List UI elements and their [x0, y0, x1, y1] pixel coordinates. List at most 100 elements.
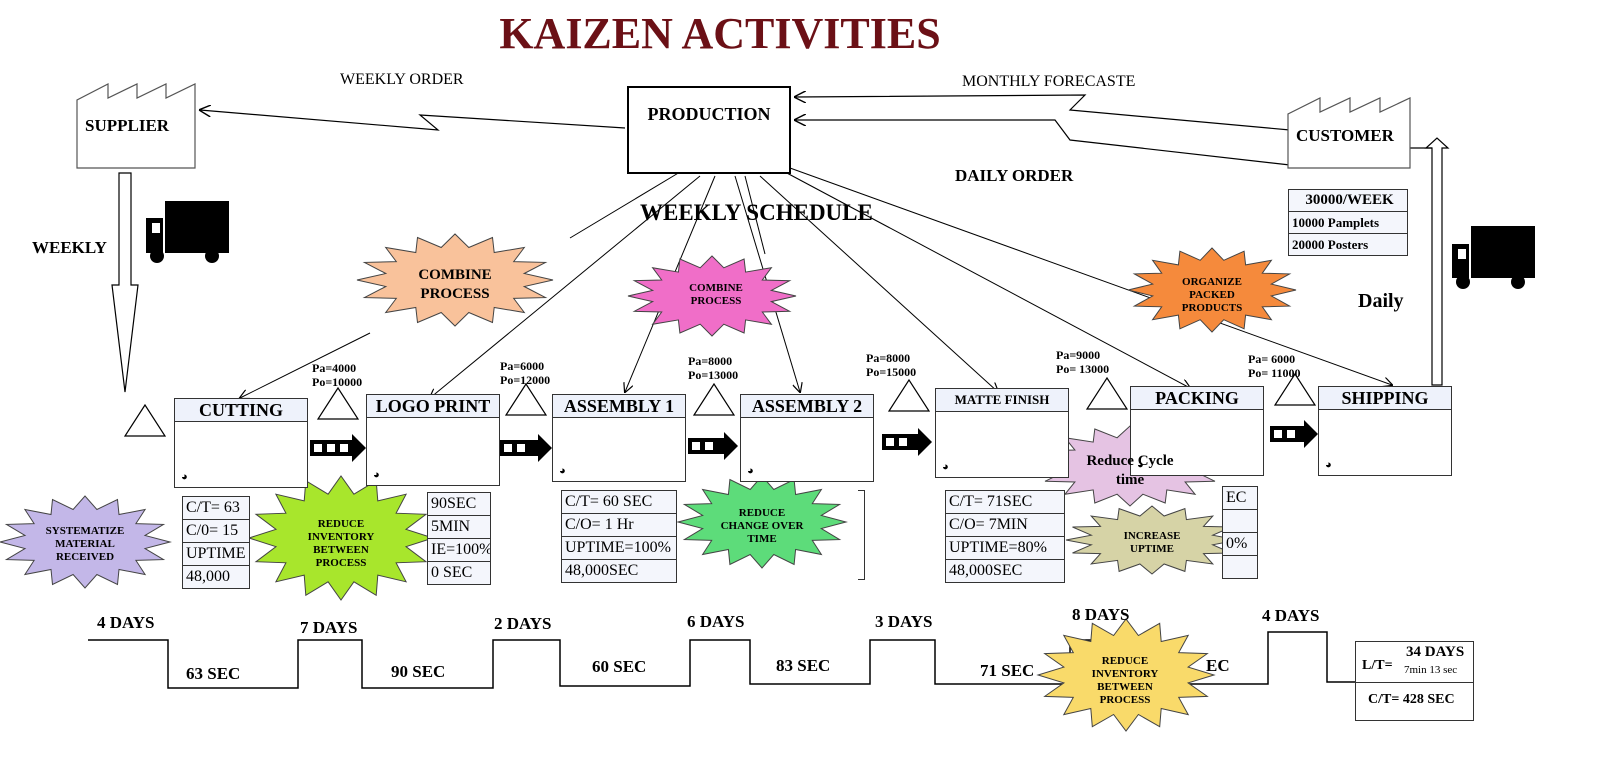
customer-shipment-arrow: [1410, 137, 1450, 386]
data-row: C/O= 1 Hr: [562, 514, 676, 537]
kaizen-burst-text: Reduce Cycle time: [1086, 453, 1174, 488]
timeline-days: 3 DAYS: [875, 612, 933, 631]
timeline-secs: 60 SEC: [592, 657, 647, 676]
lead-time-extra: 7min 13 sec: [1404, 664, 1458, 676]
process-title: CUTTING: [175, 399, 307, 422]
lead-time-label: L/T=: [1362, 658, 1393, 673]
process-box-matte-finish: MATTE FINISH ◕: [935, 388, 1069, 478]
data-row: [1223, 556, 1257, 578]
lead-time-box: 34 DAYS L/T= 7min 13 sec C/T= 428 SEC: [1355, 641, 1474, 721]
data-row: 48,000: [183, 566, 249, 588]
kaizen-burst-shape: [1065, 505, 1239, 575]
data-row: C/O= 7MIN: [946, 514, 1064, 537]
production-label: PRODUCTION: [647, 104, 771, 124]
data-row: UPTIME: [183, 543, 249, 566]
timeline-days: 8 DAYS: [1072, 605, 1130, 624]
timeline-days: 6 DAYS: [687, 612, 745, 631]
production-control-box: PRODUCTION: [627, 86, 791, 174]
page-title: KAIZEN ACTIVITIES: [499, 9, 941, 58]
supplier-factory-icon: [76, 83, 196, 169]
timeline-days: 4 DAYS: [1262, 606, 1320, 625]
process-title: MATTE FINISH: [936, 389, 1068, 412]
kaizen-burst-text: REDUCE INVENTORY BETWEEN PROCESS: [307, 518, 375, 569]
data-row: 90SEC: [428, 493, 490, 516]
customer-factory-icon: [1287, 97, 1411, 169]
timeline-secs: 63 SEC: [186, 664, 241, 683]
kaizen-burst-shape: [1036, 618, 1216, 732]
process-title: ASSEMBLY 1: [553, 395, 685, 418]
data-box-packing: EC 0%: [1222, 486, 1258, 579]
monthly-forecast-label: MONTHLY FORECASTE: [962, 73, 1136, 90]
kaizen-burst-text: ORGANIZE PACKED PRODUCTS: [1181, 276, 1243, 314]
data-row: 48,000SEC: [562, 560, 676, 582]
timeline-secs: 83 SEC: [776, 656, 831, 675]
operator-icon: ◕: [373, 469, 380, 481]
operator-icon: ◕: [1325, 459, 1332, 471]
daily-order-label: DAILY ORDER: [955, 166, 1074, 185]
process-box-cutting: CUTTING ◕: [174, 398, 308, 488]
operator-icon: ◕: [559, 465, 566, 477]
operator-icon: ◕: [181, 471, 188, 483]
kaizen-burst-shape: [356, 233, 554, 327]
daily-order-line: [795, 120, 1291, 166]
data-row: 0%: [1223, 533, 1257, 556]
operator-icon: ◕: [942, 461, 949, 473]
kaizen-burst-text: REDUCE CHANGE OVER TIME: [720, 507, 804, 545]
process-box-assembly-1: ASSEMBLY 1 ◕: [552, 394, 686, 482]
timeline-secs: EC: [1206, 656, 1230, 675]
timeline-days: 7 DAYS: [300, 618, 358, 637]
process-box-assembly-2: ASSEMBLY 2 ◕: [740, 394, 874, 482]
data-box-assembly-2: [858, 490, 865, 580]
kaizen-burst-text: INCREASE UPTIME: [1123, 530, 1181, 555]
process-box-packing: PACKING ◕: [1130, 386, 1264, 476]
customer-label: CUSTOMER: [1296, 126, 1394, 145]
weekly-order-line: [200, 110, 626, 131]
data-row: UPTIME=80%: [946, 537, 1064, 560]
supplier-shipment-arrow: [111, 172, 139, 393]
data-row: EC: [1223, 487, 1257, 510]
timeline-days: 4 DAYS: [97, 613, 155, 632]
demand-row: 10000 Pamplets: [1289, 212, 1407, 234]
kaizen-burst-text: REDUCE INVENTORY BETWEEN PROCESS: [1091, 655, 1159, 706]
timeline-secs: 71 SEC: [980, 661, 1035, 680]
data-row: 0 SEC: [428, 562, 490, 584]
data-row: C/T= 60 SEC: [562, 491, 676, 514]
cycle-time-total: C/T= 428 SEC: [1368, 692, 1455, 707]
kaizen-burst-text: COMBINE PROCESS: [418, 267, 492, 302]
customer-truck-icon: [1452, 226, 1535, 289]
process-title: PACKING: [1131, 387, 1263, 410]
kaizen-burst-shape: [1127, 247, 1297, 333]
operator-icon: ◕: [1137, 459, 1144, 471]
data-row: C/0= 15: [183, 520, 249, 543]
inventory-triangles: [123, 372, 1317, 437]
kaizen-burst-shape: [0, 495, 172, 589]
demand-row: 30000/WEEK: [1289, 190, 1407, 212]
timeline-secs: 90 SEC: [391, 662, 446, 681]
data-row: IE=100%: [428, 539, 490, 562]
kaizen-burst-shape: [627, 255, 797, 337]
data-box-cutting: C/T= 63 C/0= 15 UPTIME 48,000: [182, 496, 250, 589]
process-title: ASSEMBLY 2: [741, 395, 873, 418]
data-row: UPTIME=100%: [562, 537, 676, 560]
push-arrows: [310, 420, 1318, 462]
process-title: SHIPPING: [1319, 387, 1451, 410]
supplier-truck-icon: [146, 201, 229, 263]
data-box-matte-finish: C/T= 71SEC C/O= 7MIN UPTIME=80% 48,000SE…: [945, 490, 1065, 583]
daily-label: Daily: [1358, 290, 1404, 312]
weekly-label: WEEKLY: [32, 238, 107, 257]
kaizen-burst-shape: [676, 475, 848, 569]
timeline-line: [88, 631, 1355, 689]
demand-row: 20000 Posters: [1289, 234, 1407, 255]
weekly-schedule-label: WEEKLY SCHEDULE: [640, 200, 873, 225]
process-title: LOGO PRINT: [367, 395, 499, 418]
monthly-forecast-line: [795, 95, 1291, 131]
process-box-shipping: SHIPPING ◕: [1318, 386, 1452, 476]
kaizen-burst-text: SYSTEMATIZE MATERIAL RECEIVED: [45, 525, 125, 563]
